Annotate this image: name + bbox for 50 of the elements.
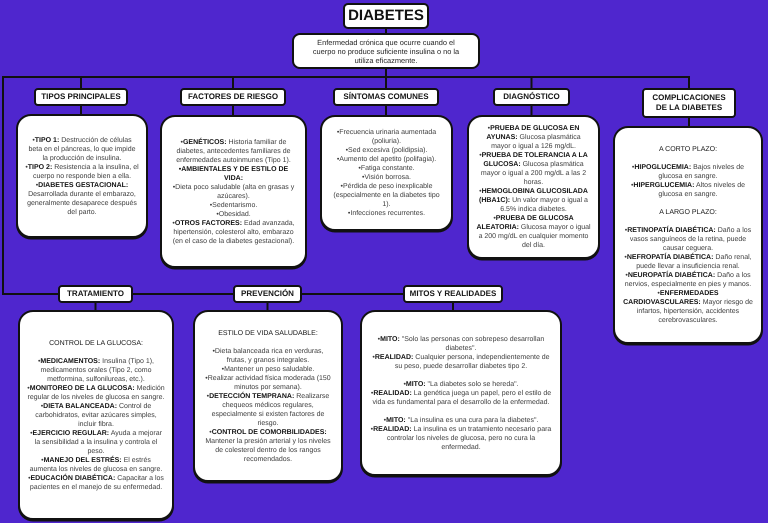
connector-line: [2, 76, 4, 295]
content-card: [160, 115, 307, 268]
content-card: [193, 310, 343, 482]
header-text: PREVENCIÓN: [241, 289, 294, 299]
connector-line: [232, 76, 387, 78]
header-text: FACTORES DE RIESGO: [188, 92, 278, 102]
header-box: [493, 88, 570, 106]
header-text: SÍNTOMAS COMUNES: [343, 92, 429, 102]
header-text: TRATAMIENTO: [67, 289, 124, 299]
description-box: [292, 33, 480, 69]
connector-line: [80, 106, 82, 114]
connector-line: [266, 303, 268, 310]
content-card: [360, 310, 562, 476]
header-box: [233, 285, 302, 303]
header-text: MITOS Y REALIDADES: [410, 289, 496, 299]
header-text: DIAGNÓSTICO: [503, 92, 560, 102]
connector-line: [385, 106, 387, 115]
connector-line: [80, 76, 82, 88]
connector-line: [385, 29, 387, 33]
connector-line: [530, 76, 690, 78]
header-box: [180, 88, 286, 106]
header-box: [58, 285, 133, 303]
title-box: [343, 3, 429, 29]
connector-line: [232, 76, 234, 88]
connector-line: [385, 76, 532, 78]
connector-line: [530, 106, 532, 115]
content-card: [16, 114, 148, 238]
content-card: [320, 115, 453, 231]
content-card: [613, 126, 763, 344]
connector-line: [133, 293, 233, 295]
connector-line: [452, 303, 454, 310]
header-box: [34, 88, 128, 106]
connector-line: [2, 76, 82, 78]
header-text: COMPLICACIONES DE LA DIABETES: [651, 93, 727, 113]
content-card: [18, 310, 174, 520]
header-text: TIPOS PRINCIPALES: [41, 92, 121, 102]
connector-line: [530, 76, 532, 88]
header-box: [642, 88, 736, 118]
content-card: [467, 115, 600, 259]
header-box: [333, 88, 439, 106]
header-box: [403, 285, 503, 303]
connector-line: [688, 118, 690, 126]
connector-line: [80, 76, 234, 78]
connector-line: [385, 76, 387, 88]
connector-line: [94, 303, 96, 310]
connector-line: [2, 293, 58, 295]
connector-line: [232, 106, 234, 115]
title-text: DIABETES: [348, 7, 424, 25]
connector-line: [302, 293, 403, 295]
connector-line: [688, 76, 690, 88]
